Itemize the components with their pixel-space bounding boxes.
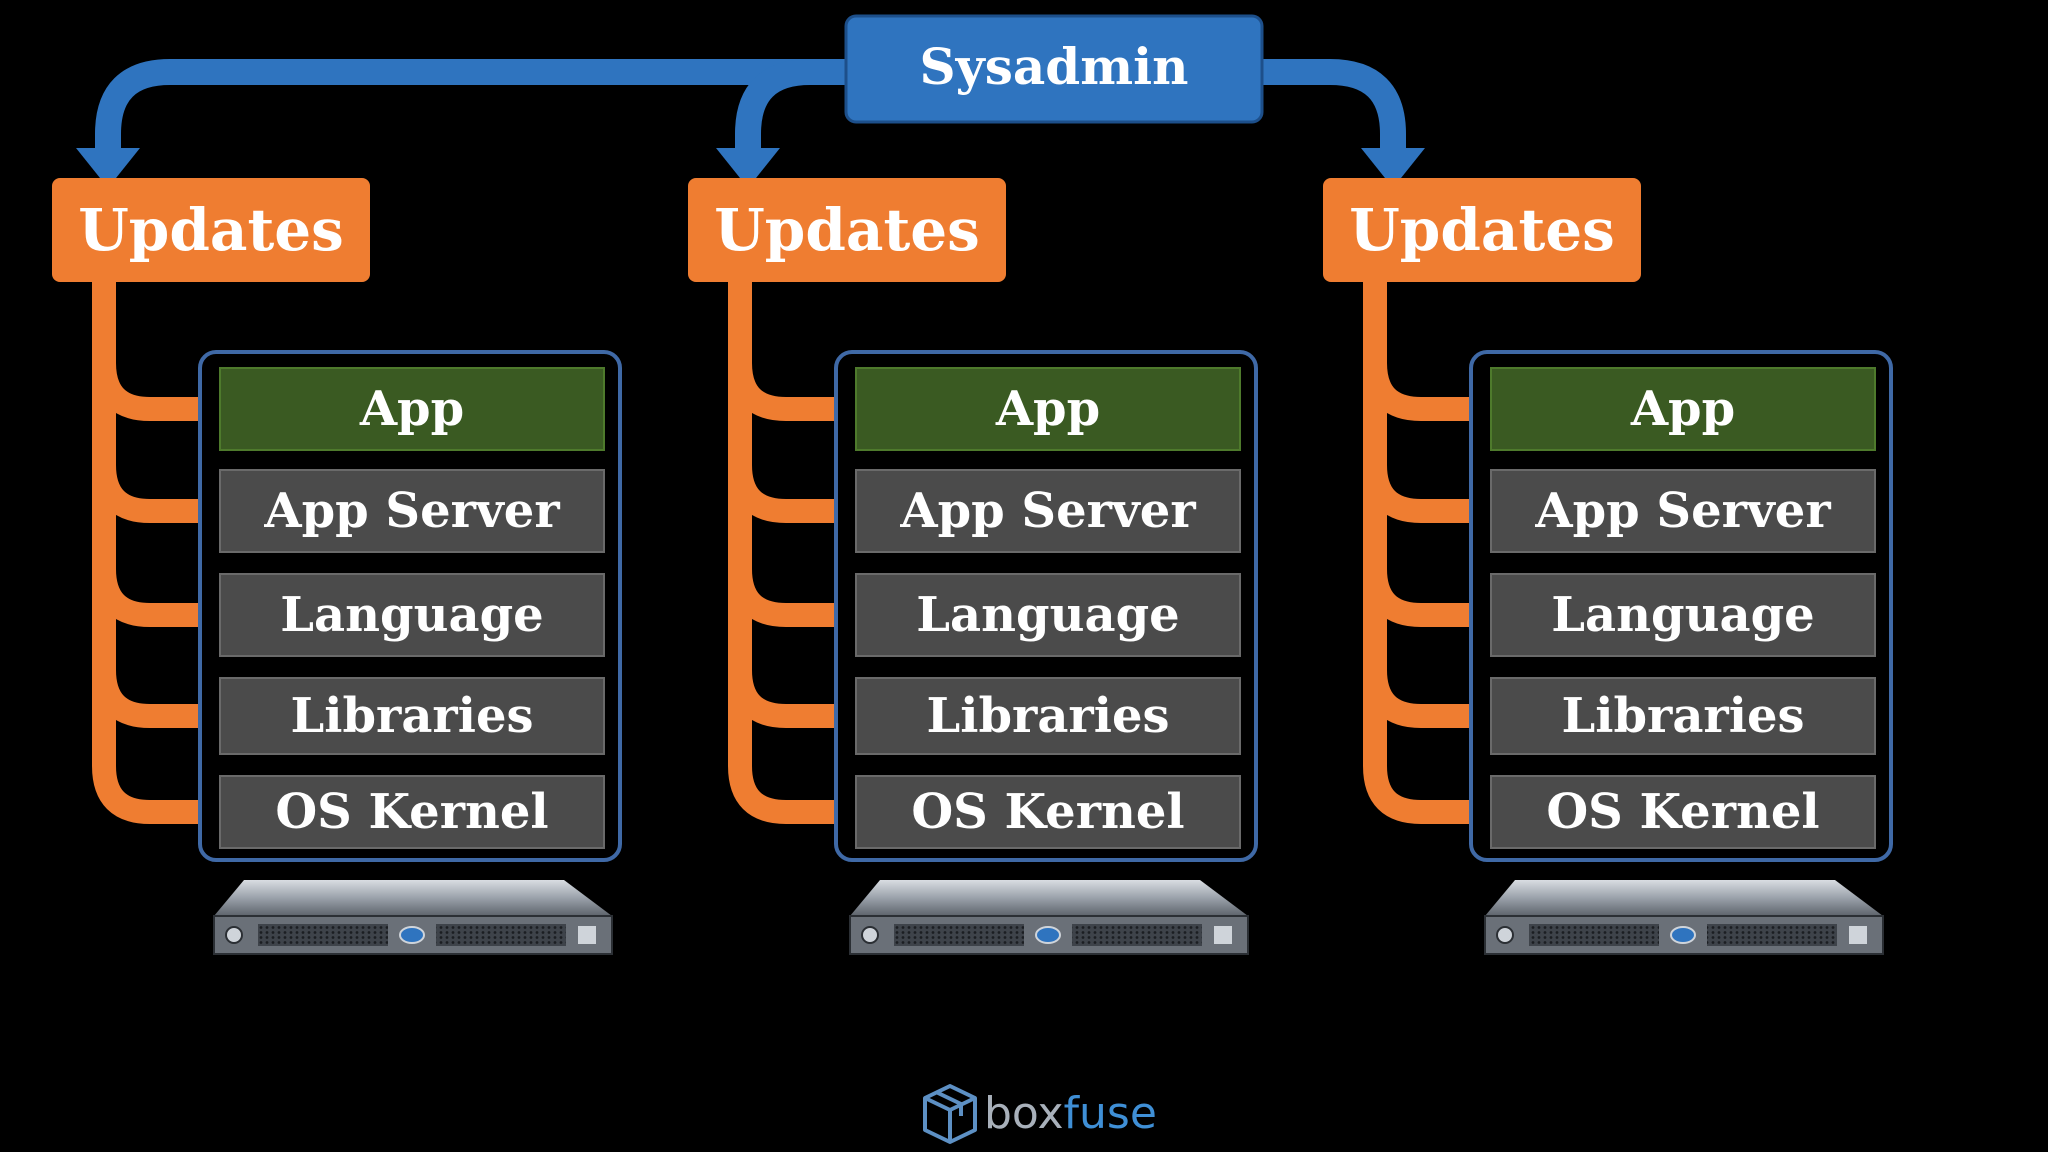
layer-label: App bbox=[359, 381, 464, 437]
layer-label: Libraries bbox=[1561, 688, 1804, 744]
updates-label: Updates bbox=[714, 196, 980, 264]
server-icon bbox=[1484, 880, 1884, 955]
layer-app: App bbox=[855, 367, 1241, 451]
arrowhead-down-icon bbox=[76, 148, 140, 188]
sysadmin-box: Sysadmin bbox=[844, 14, 1264, 124]
layer-language: Language bbox=[1490, 573, 1876, 657]
layer-label: OS Kernel bbox=[275, 784, 548, 840]
layer-label: Language bbox=[916, 587, 1179, 643]
update-arrows bbox=[1363, 270, 1531, 836]
layer-libraries: Libraries bbox=[219, 677, 605, 755]
layer-os-kernel: OS Kernel bbox=[219, 775, 605, 849]
layer-label: App Server bbox=[263, 483, 560, 539]
arrowhead-down-icon bbox=[1361, 148, 1425, 188]
layer-app-server: App Server bbox=[1490, 469, 1876, 553]
connector-arrowheads bbox=[76, 148, 1425, 188]
layer-libraries: Libraries bbox=[1490, 677, 1876, 755]
update-arrow bbox=[728, 270, 860, 824]
arrowhead-down-icon bbox=[716, 148, 780, 188]
layer-label: Language bbox=[280, 587, 543, 643]
layer-label: App bbox=[995, 381, 1100, 437]
connector-to-stack-3 bbox=[1260, 59, 1406, 152]
updates-label: Updates bbox=[1349, 196, 1615, 264]
layer-label: App Server bbox=[899, 483, 1196, 539]
layer-label: OS Kernel bbox=[911, 784, 1184, 840]
layer-libraries: Libraries bbox=[855, 677, 1241, 755]
layer-label: Libraries bbox=[290, 688, 533, 744]
server-icon bbox=[213, 880, 613, 955]
update-arrows bbox=[728, 270, 896, 836]
layer-label: App Server bbox=[1534, 483, 1831, 539]
layer-app-server: App Server bbox=[219, 469, 605, 553]
layer-language: Language bbox=[219, 573, 605, 657]
layer-app: App bbox=[1490, 367, 1876, 451]
sysadmin-connectors bbox=[95, 59, 1406, 152]
sysadmin-label: Sysadmin bbox=[920, 37, 1189, 96]
layer-os-kernel: OS Kernel bbox=[1490, 775, 1876, 849]
updates-box: Updates bbox=[688, 178, 1006, 282]
layer-label: OS Kernel bbox=[1546, 784, 1819, 840]
brand-footer: boxfuse bbox=[923, 1084, 1157, 1144]
layer-app-server: App Server bbox=[855, 469, 1241, 553]
update-arrow bbox=[92, 270, 224, 824]
layer-label: Language bbox=[1551, 587, 1814, 643]
layer-language: Language bbox=[855, 573, 1241, 657]
updates-box: Updates bbox=[52, 178, 370, 282]
layer-app: App bbox=[219, 367, 605, 451]
update-arrow bbox=[1363, 270, 1495, 824]
cube-icon bbox=[923, 1084, 977, 1144]
server-icon bbox=[849, 880, 1249, 955]
updates-label: Updates bbox=[78, 196, 344, 264]
brand-name: boxfuse bbox=[984, 1088, 1157, 1139]
updates-box: Updates bbox=[1323, 178, 1641, 282]
layer-os-kernel: OS Kernel bbox=[855, 775, 1241, 849]
connector-to-stack-1 bbox=[95, 59, 850, 152]
connector-to-stack-2 bbox=[735, 59, 850, 152]
layer-label: Libraries bbox=[926, 688, 1169, 744]
layer-label: App bbox=[1630, 381, 1735, 437]
